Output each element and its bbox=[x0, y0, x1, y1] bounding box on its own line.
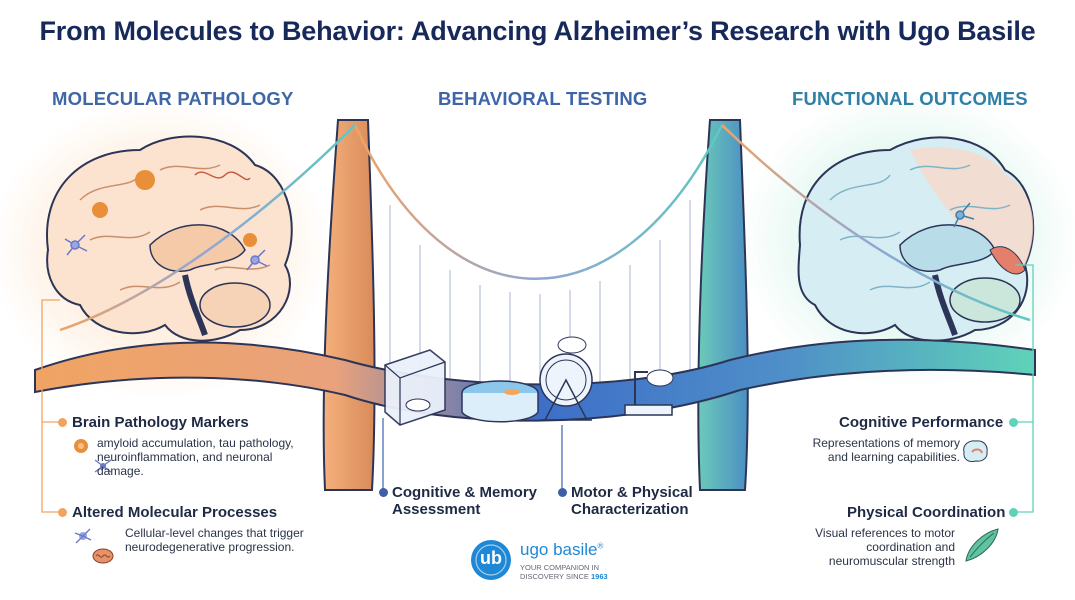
bullet-icon bbox=[58, 418, 67, 427]
bullet-icon bbox=[1009, 508, 1018, 517]
altered-molecular-processes-desc: Cellular-level changes that trigger neur… bbox=[125, 526, 304, 554]
brain-pathology-markers-title: Brain Pathology Markers bbox=[72, 414, 249, 431]
bridge-cables bbox=[59, 124, 1031, 332]
grip-strength-illustration bbox=[624, 369, 674, 416]
page-title: From Molecules to Behavior: Advancing Al… bbox=[39, 16, 1036, 46]
amyloid-plaque-icon bbox=[70, 436, 92, 456]
running-wheel-illustration bbox=[539, 336, 593, 421]
cognitive-performance-desc: Representations of memory and learning c… bbox=[812, 436, 960, 464]
bullet-icon bbox=[379, 488, 388, 497]
cognitive-performance-title: Cognitive Performance bbox=[839, 414, 1004, 431]
bullet-icon bbox=[58, 508, 67, 517]
bullet-icon bbox=[1009, 418, 1018, 427]
molecular-brain-illustration bbox=[46, 135, 293, 342]
molecular-pathology-heading: MOLECULAR PATHOLOGY bbox=[52, 88, 294, 109]
bridge-deck bbox=[34, 338, 1036, 422]
ugo-basile-logo-icon bbox=[470, 539, 512, 581]
muscle-icon bbox=[962, 525, 1002, 565]
amyloid-plaque-icon bbox=[92, 170, 257, 247]
cell-icon bbox=[72, 526, 94, 546]
physical-coordination-title: Physical Coordination bbox=[847, 504, 1006, 521]
behavioral-testing-heading: BEHAVIORAL TESTING bbox=[438, 88, 648, 109]
brain-pathology-markers-desc: amyloid accumulation, tau pathology, neu… bbox=[97, 436, 294, 478]
logo-name: ugo basile® bbox=[520, 540, 604, 559]
connector-lines bbox=[41, 264, 1034, 513]
functional-brain-illustration bbox=[797, 136, 1035, 342]
cognitive-memory-assessment-title: Cognitive & Memory Assessment bbox=[392, 484, 538, 518]
bullet-icon bbox=[558, 488, 567, 497]
neuron-icon bbox=[64, 234, 268, 271]
water-maze-illustration bbox=[461, 380, 539, 423]
suspender-cables bbox=[389, 200, 691, 394]
brain-icon bbox=[960, 438, 990, 464]
logo-tagline: YOUR COMPANION IN DISCOVERY SINCE 1963 bbox=[520, 563, 608, 581]
functional-outcomes-heading: FUNCTIONAL OUTCOMES bbox=[792, 88, 1028, 109]
behavior-cage-illustration bbox=[384, 349, 446, 426]
altered-molecular-processes-title: Altered Molecular Processes bbox=[72, 504, 278, 521]
bridge-towers bbox=[322, 119, 749, 491]
logo-mark: ub bbox=[480, 548, 502, 568]
physical-coordination-desc: Visual references to motor coordination … bbox=[815, 526, 955, 568]
mitochondria-icon bbox=[92, 546, 114, 566]
neuron-icon bbox=[92, 456, 114, 476]
motor-physical-characterization-title: Motor & Physical Characterization bbox=[571, 484, 693, 518]
